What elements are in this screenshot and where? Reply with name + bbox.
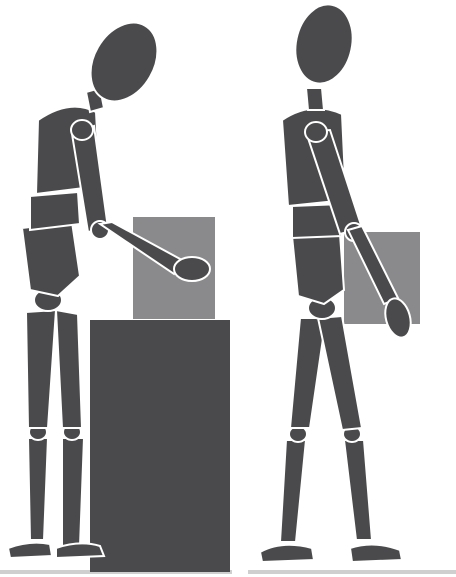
table-icon	[90, 320, 230, 572]
floor-right	[248, 570, 456, 574]
